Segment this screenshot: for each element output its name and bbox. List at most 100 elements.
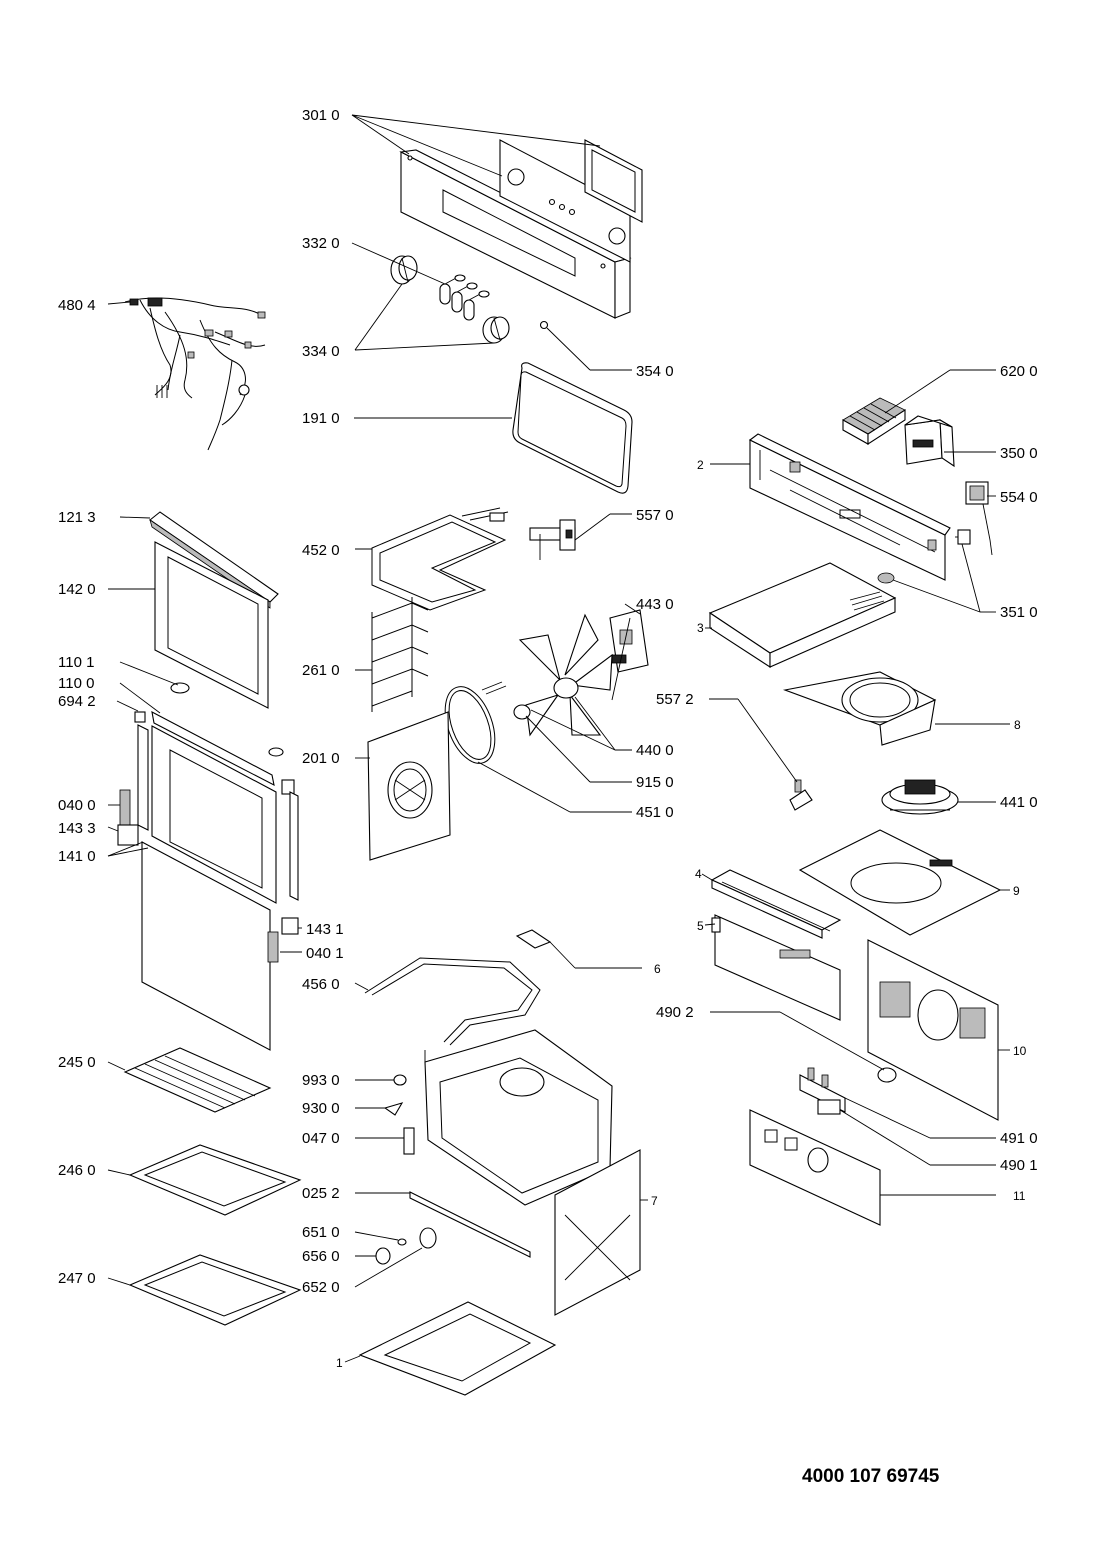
door-hinge-left-part — [117, 711, 149, 846]
label-040-1: 040 1 — [306, 945, 344, 962]
fan-nut-part — [513, 704, 531, 720]
label-993-0: 993 0 — [302, 1072, 340, 1089]
label-491-0: 491 0 — [1000, 1130, 1038, 1147]
display-frame-part — [584, 139, 643, 223]
label-191-0: 191 0 — [302, 410, 340, 427]
label-9: 9 — [1013, 884, 1020, 898]
oven-cavity-part — [424, 1029, 613, 1206]
label-620-0: 620 0 — [1000, 363, 1038, 380]
label-490-2: 490 2 — [656, 1004, 694, 1021]
selector-knob-part — [877, 1067, 897, 1083]
label-490-1: 490 1 — [1000, 1157, 1038, 1174]
part-labels: 301 0 332 0 334 0 354 0 480 4 191 0 620 … — [58, 107, 1038, 1370]
label-351-0: 351 0 — [1000, 604, 1038, 621]
label-142-0: 142 0 — [58, 581, 96, 598]
label-040-0: 040 0 — [58, 797, 96, 814]
rear-frame-panel-part — [867, 939, 999, 1121]
door-outer-glass-part — [154, 541, 269, 709]
label-440-0: 440 0 — [636, 742, 674, 759]
label-245-0: 245 0 — [58, 1054, 96, 1071]
label-201-0: 201 0 — [302, 750, 340, 767]
clock-module-part — [904, 415, 955, 468]
label-11: 11 — [1013, 1189, 1026, 1203]
label-143-3: 143 3 — [58, 820, 96, 837]
door-hinge-cover-part — [151, 682, 284, 787]
thermostat-part — [965, 481, 993, 556]
side-panel-part — [554, 1149, 641, 1316]
label-332-0: 332 0 — [302, 235, 340, 252]
label-247-0: 247 0 — [58, 1270, 96, 1287]
label-5: 5 — [697, 919, 704, 933]
oven-back-panel-part — [367, 711, 451, 861]
bottom-panel-part — [358, 1301, 557, 1396]
label-651-0: 651 0 — [302, 1224, 340, 1241]
fan-motor-bracket-part — [529, 519, 576, 560]
temperature-sensor-part — [789, 779, 813, 811]
terminal-block-part — [842, 397, 906, 446]
label-3: 3 — [697, 621, 704, 635]
label-652-0: 652 0 — [302, 1279, 340, 1296]
label-557-2: 557 2 — [656, 691, 694, 708]
leader-lines — [107, 114, 1010, 1363]
top-cover-plate-part — [708, 562, 897, 669]
label-7: 7 — [651, 1194, 658, 1208]
door-gasket-part — [512, 362, 633, 494]
control-bracket-part — [748, 433, 951, 581]
door-hinge-right-part — [267, 779, 299, 963]
label-350-0: 350 0 — [1000, 445, 1038, 462]
label-110-1: 110 1 — [58, 654, 94, 671]
label-110-0: 110 0 — [58, 675, 94, 692]
label-246-0: 246 0 — [58, 1162, 96, 1179]
latch-part — [403, 1127, 415, 1155]
label-480-4: 480 4 — [58, 297, 96, 314]
label-354-0: 354 0 — [636, 363, 674, 380]
fan-motor-part — [609, 609, 649, 701]
lower-heating-element-part — [364, 957, 541, 1046]
grill-element-part — [371, 507, 509, 611]
wire-rack-part — [123, 1047, 272, 1113]
baking-tray-part — [128, 1144, 302, 1216]
label-452-0: 452 0 — [302, 542, 340, 559]
fan-cover-part — [782, 671, 937, 746]
cooling-fan-part — [881, 779, 959, 815]
lamp-holder-part — [877, 529, 971, 584]
label-441-0: 441 0 — [1000, 794, 1038, 811]
label-930-0: 930 0 — [302, 1100, 340, 1117]
label-915-0: 915 0 — [636, 774, 674, 791]
lamp-holder-small-part — [397, 1238, 407, 1246]
bottom-trim-part — [409, 1191, 531, 1258]
circular-heating-element-part — [444, 681, 507, 764]
label-557-0: 557 0 — [636, 507, 674, 524]
label-2: 2 — [697, 458, 704, 472]
wiring-harness-part — [124, 297, 266, 451]
document-number: 4000 107 69745 — [802, 1466, 940, 1487]
clip-part — [383, 1102, 404, 1116]
label-456-0: 456 0 — [302, 976, 340, 993]
knob-shafts-part — [439, 274, 490, 321]
lower-element-bracket-part — [515, 929, 552, 949]
label-047-0: 047 0 — [302, 1130, 340, 1147]
top-duct-part — [710, 869, 842, 939]
label-025-2: 025 2 — [302, 1185, 340, 1202]
label-694-2: 694 2 — [58, 693, 96, 710]
label-261-0: 261 0 — [302, 662, 340, 679]
drip-pan-part — [128, 1254, 302, 1326]
side-duct-part — [711, 914, 841, 1021]
lamp-cap-part — [393, 1074, 407, 1086]
label-554-0: 554 0 — [1000, 489, 1038, 506]
label-656-0: 656 0 — [302, 1248, 340, 1265]
door-inner-frame-part — [141, 725, 277, 1051]
lamp-cover-part — [419, 1227, 437, 1249]
label-451-0: 451 0 — [636, 804, 674, 821]
label-6: 6 — [654, 962, 661, 976]
label-301-0: 301 0 — [302, 107, 340, 124]
indicator-lens-part — [539, 320, 549, 330]
label-4: 4 — [695, 867, 702, 881]
control-panel-part — [399, 149, 632, 319]
side-rack-part — [371, 597, 429, 712]
control-board-part — [749, 1109, 881, 1226]
lamp-bulb-part — [375, 1247, 391, 1265]
label-121-3: 121 3 — [58, 509, 96, 526]
fan-blade-part — [518, 613, 613, 737]
